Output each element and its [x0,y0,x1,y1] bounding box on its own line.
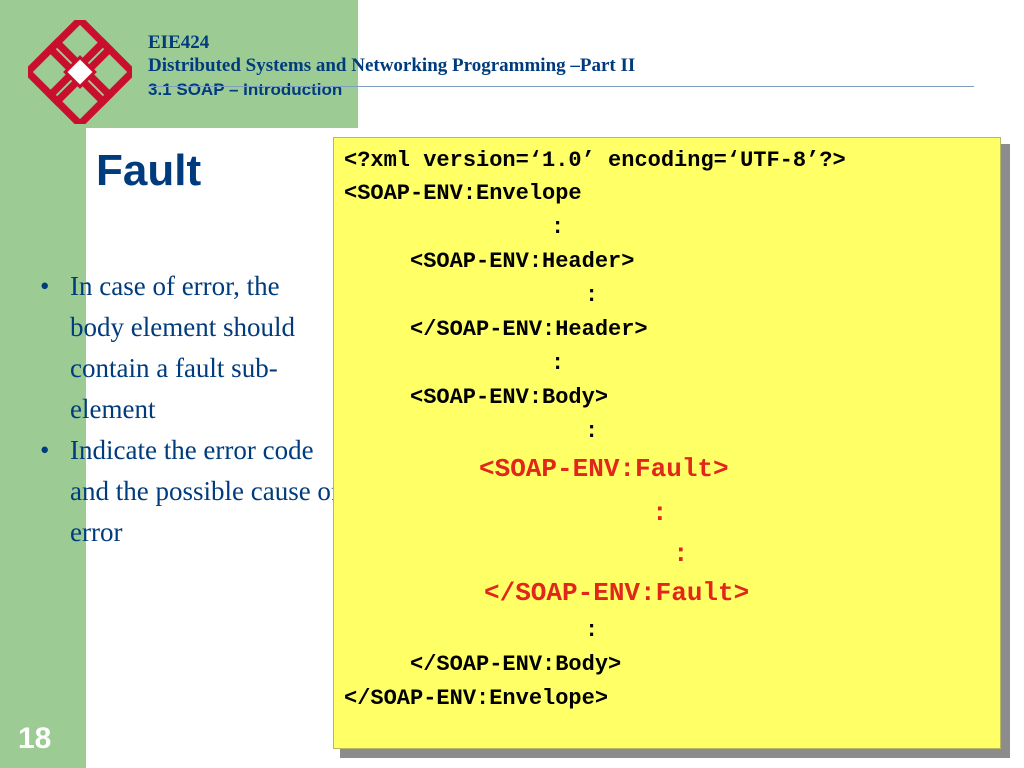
slide-header: EIE424 Distributed Systems and Networkin… [148,32,635,102]
bullet-list: • In case of error, the body element sho… [40,266,340,553]
header-divider [148,86,974,87]
code-line: : [585,283,599,308]
code-line: : [551,351,565,376]
section-title: 3.1 SOAP – Introduction [148,80,343,99]
bullet-item: • Indicate the error code and the possib… [40,430,340,553]
bullet-text: In case of error, the body element shoul… [70,271,295,424]
code-line: <SOAP-ENV:Envelope [344,181,582,206]
left-sidebar-strip [0,0,86,768]
code-line: </SOAP-ENV:Header> [410,317,648,342]
course-title: Distributed Systems and Networking Progr… [148,55,636,76]
course-code: EIE424 [148,32,210,53]
code-line: <?xml version=‘1.0’ encoding=‘UTF-8’?> [344,148,846,173]
code-line-fault: <SOAP-ENV:Fault> [479,454,729,484]
code-line: : [551,215,565,240]
code-line: <SOAP-ENV:Body> [410,385,609,410]
page-number: 18 [18,722,52,755]
code-line: : [585,618,599,643]
bullet-dot-icon: • [40,271,50,301]
code-line: : [585,419,599,444]
slide-title: Fault [96,146,202,195]
bullet-item: • In case of error, the body element sho… [40,266,340,430]
code-line: </SOAP-ENV:Body> [410,652,622,677]
code-line: </SOAP-ENV:Envelope> [344,686,609,711]
bullet-dot-icon: • [40,435,50,465]
code-line-fault: </SOAP-ENV:Fault> [484,578,750,608]
bullet-text: Indicate the error code and the possible… [70,435,340,547]
code-line: <SOAP-ENV:Header> [410,249,635,274]
university-logo-icon [28,20,132,124]
code-box: <?xml version=‘1.0’ encoding=‘UTF-8’?> <… [333,137,1001,749]
code-line-fault: : [652,498,668,528]
header-green-block [86,0,358,128]
code-line-fault: : [673,539,689,569]
